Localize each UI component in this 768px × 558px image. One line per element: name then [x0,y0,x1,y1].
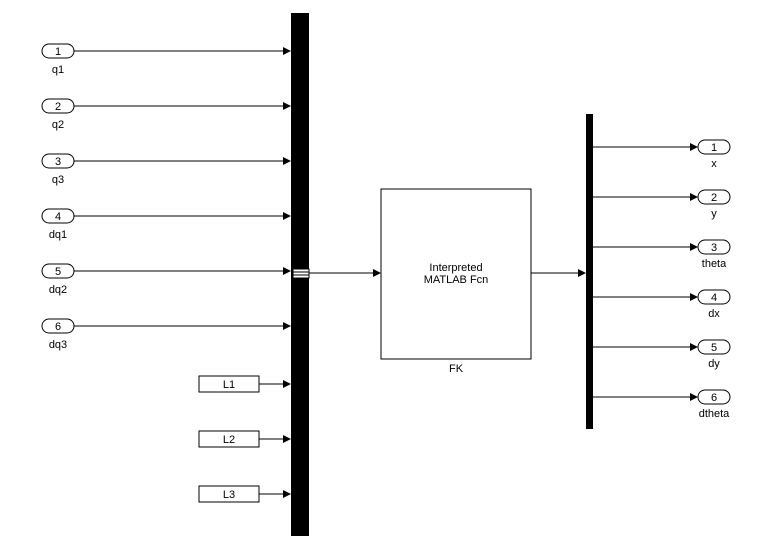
demux-block[interactable] [586,114,593,429]
interpreted-matlab-fcn-block[interactable]: Interpreted MATLAB Fcn [380,188,532,360]
outport-number: 1 [711,142,717,154]
inport-label: dq1 [49,229,67,241]
outport-number: 5 [711,342,717,354]
function-block-name: FK [449,363,464,375]
inport-number: 1 [55,46,61,58]
inport-block-dq3[interactable]: 6 [41,318,75,334]
outport-block-dtheta[interactable]: 6 [697,389,731,405]
inport-number: 4 [55,211,61,223]
inport-label: q3 [52,174,64,186]
outport-label: theta [702,258,727,270]
inport-number: 2 [55,101,61,113]
function-block-line2: MATLAB Fcn [424,274,489,286]
outport-number: 6 [711,392,717,404]
inport-label: dq3 [49,339,67,351]
inport-block-q1[interactable]: 1 [41,43,75,59]
goto-label: L1 [223,379,235,391]
outport-number: 4 [711,292,717,304]
outport-label: dy [708,358,720,370]
inport-block-q2[interactable]: 2 [41,98,75,114]
inport-label: q2 [52,119,64,131]
outport-number: 3 [711,242,717,254]
inport-block-dq1[interactable]: 4 [41,208,75,224]
inport-block-q3[interactable]: 3 [41,153,75,169]
goto-block-L1[interactable]: L1 [198,375,260,393]
outport-block-dx[interactable]: 4 [697,289,731,305]
outport-label: dx [708,308,720,320]
mux-output-port [292,268,310,279]
outport-block-y[interactable]: 2 [697,189,731,205]
outport-block-x[interactable]: 1 [697,139,731,155]
goto-label: L3 [223,489,235,501]
inport-number: 5 [55,266,61,278]
function-block-line1: Interpreted [429,262,482,274]
outport-block-theta[interactable]: 3 [697,239,731,255]
outport-label: dtheta [699,408,730,420]
inport-number: 3 [55,156,61,168]
goto-block-L2[interactable]: L2 [198,430,260,448]
outport-number: 2 [711,192,717,204]
goto-label: L2 [223,434,235,446]
inport-label: dq2 [49,284,67,296]
inport-block-dq2[interactable]: 5 [41,263,75,279]
outport-block-dy[interactable]: 5 [697,339,731,355]
outport-label: x [711,158,717,170]
goto-block-L3[interactable]: L3 [198,485,260,503]
outport-label: y [711,208,717,220]
inport-label: q1 [52,64,64,76]
inport-number: 6 [55,321,61,333]
